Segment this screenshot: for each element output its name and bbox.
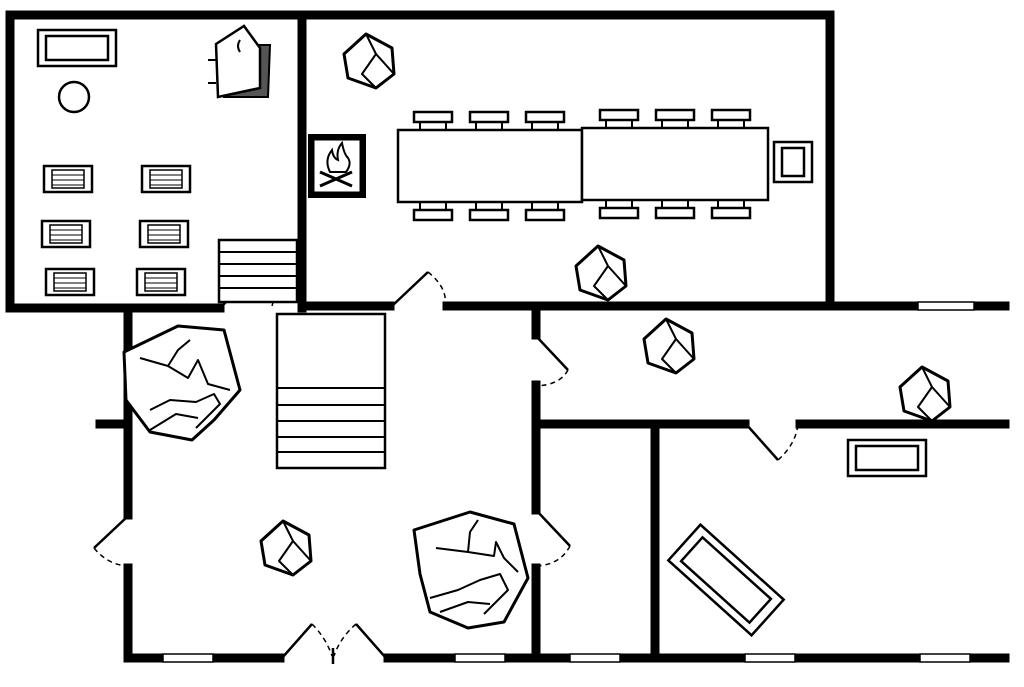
throne-chair-icon <box>772 140 814 184</box>
chair-icon <box>468 202 510 222</box>
door-icon <box>745 423 799 461</box>
window-icon <box>917 301 975 311</box>
rubble-rock-icon <box>259 519 313 577</box>
crate-icon <box>42 164 94 194</box>
cabinet-icon <box>208 24 272 99</box>
chair-icon <box>710 108 752 128</box>
fireplace-icon <box>308 134 366 198</box>
door-icon <box>93 515 129 567</box>
window-icon <box>454 653 506 663</box>
room-lower-right <box>666 438 928 638</box>
chair-icon <box>524 110 566 130</box>
window-icon <box>919 653 971 663</box>
chair-icon <box>598 200 640 220</box>
door-icon <box>281 623 387 664</box>
window-icon <box>162 653 214 663</box>
stairs-icon <box>275 312 387 470</box>
rubble-small <box>259 32 952 577</box>
rubble-rock-icon <box>898 365 952 423</box>
stairs-icon <box>217 238 299 304</box>
chair-icon <box>710 200 752 220</box>
crate-icon <box>44 267 96 297</box>
chair-icon <box>598 108 640 128</box>
room-hall <box>308 108 814 222</box>
chair-icon <box>412 202 454 222</box>
chairs-top <box>412 108 752 130</box>
crate-icon <box>40 219 92 249</box>
window-icon <box>569 653 621 663</box>
rubble-rock-icon <box>642 317 696 375</box>
crate-grid <box>40 164 192 297</box>
chair-icon <box>524 202 566 222</box>
rubble-pile-icon <box>412 510 530 630</box>
room-storage <box>36 24 299 304</box>
bench-icon <box>666 522 786 638</box>
door-icon <box>535 335 569 387</box>
door-icon <box>535 509 571 567</box>
crate-icon <box>135 267 187 297</box>
crate-icon <box>140 164 192 194</box>
door-icon <box>391 271 447 307</box>
chair-icon <box>468 110 510 130</box>
barrel-icon <box>57 80 91 114</box>
chair-icon <box>654 108 696 128</box>
rubble-rock-icon <box>342 32 396 90</box>
bench-icon <box>846 438 928 478</box>
rubble-pile-icon <box>122 324 242 442</box>
rubble-rock-icon <box>574 244 628 302</box>
crate-icon <box>138 219 190 249</box>
windows <box>162 301 975 663</box>
chairs-bottom <box>412 200 752 222</box>
window-icon <box>744 653 796 663</box>
chair-icon <box>654 200 696 220</box>
bench-icon <box>36 28 118 68</box>
fire-icon <box>326 140 351 173</box>
rubble-large <box>122 324 530 630</box>
chair-icon <box>412 110 454 130</box>
table-icon <box>396 126 770 204</box>
